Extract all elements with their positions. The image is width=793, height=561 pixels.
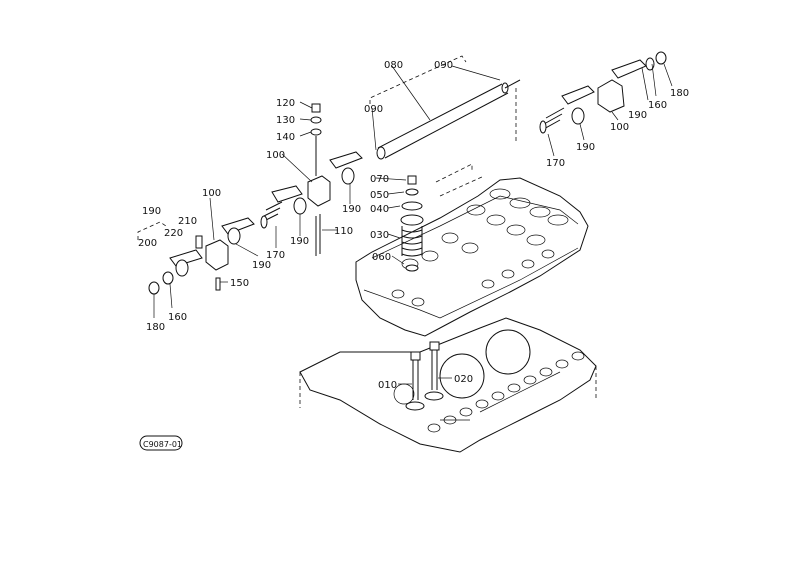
callout-190-left: 190 xyxy=(142,206,161,217)
rocker-assembly-right xyxy=(539,51,667,134)
callout-180-left: 180 xyxy=(146,322,165,333)
callout-100-left: 100 xyxy=(202,188,221,199)
callout-140: 140 xyxy=(276,132,295,143)
callout-030: 030 xyxy=(370,230,389,241)
callout-070: 070 xyxy=(370,174,389,185)
drawing-code-text: C9087-01 xyxy=(143,440,182,449)
callout-090-top: 090 xyxy=(434,60,453,71)
leader-lines xyxy=(153,63,673,385)
callout-170-center: 170 xyxy=(266,250,285,261)
callout-labels: 080 090 090 120 130 140 100 190 190 170 … xyxy=(138,60,689,391)
rocker-assembly-center xyxy=(260,103,363,256)
callout-040: 040 xyxy=(370,204,389,215)
callout-200: 200 xyxy=(138,238,157,249)
callout-190-right-arm: 190 xyxy=(576,142,595,153)
cylinder-block xyxy=(299,317,597,453)
callout-010: 010 xyxy=(378,380,397,391)
callout-100-center: 100 xyxy=(266,150,285,161)
valve-spring-stack xyxy=(400,175,424,272)
callout-220: 220 xyxy=(164,228,183,239)
callout-160-right: 160 xyxy=(648,100,667,111)
callout-130: 130 xyxy=(276,115,295,126)
callout-090-shaft: 090 xyxy=(364,104,383,115)
callout-110: 110 xyxy=(334,226,353,237)
rocker-assembly-left xyxy=(148,217,255,295)
callout-190-mid: 190 xyxy=(290,236,309,247)
callout-150: 150 xyxy=(230,278,249,289)
callout-100-right: 100 xyxy=(610,122,629,133)
cylinder-head xyxy=(355,177,589,337)
callout-170-right: 170 xyxy=(546,158,565,169)
callout-160-left: 160 xyxy=(168,312,187,323)
callout-190-right: 190 xyxy=(628,110,647,121)
callout-020: 020 xyxy=(454,374,473,385)
drawing-code-badge: C9087-01 xyxy=(139,435,183,451)
group-brackets xyxy=(137,55,517,240)
callout-180-right: 180 xyxy=(670,88,689,99)
callout-120: 120 xyxy=(276,98,295,109)
rocker-shaft xyxy=(376,79,521,160)
valve-intake xyxy=(405,351,425,411)
valve-exhaust xyxy=(424,341,444,401)
callout-060: 060 xyxy=(372,252,391,263)
callout-210: 210 xyxy=(178,216,197,227)
callout-050: 050 xyxy=(370,190,389,201)
callout-080: 080 xyxy=(384,60,403,71)
callout-190-left-inner: 190 xyxy=(252,260,271,271)
callout-190-center: 190 xyxy=(342,204,361,215)
